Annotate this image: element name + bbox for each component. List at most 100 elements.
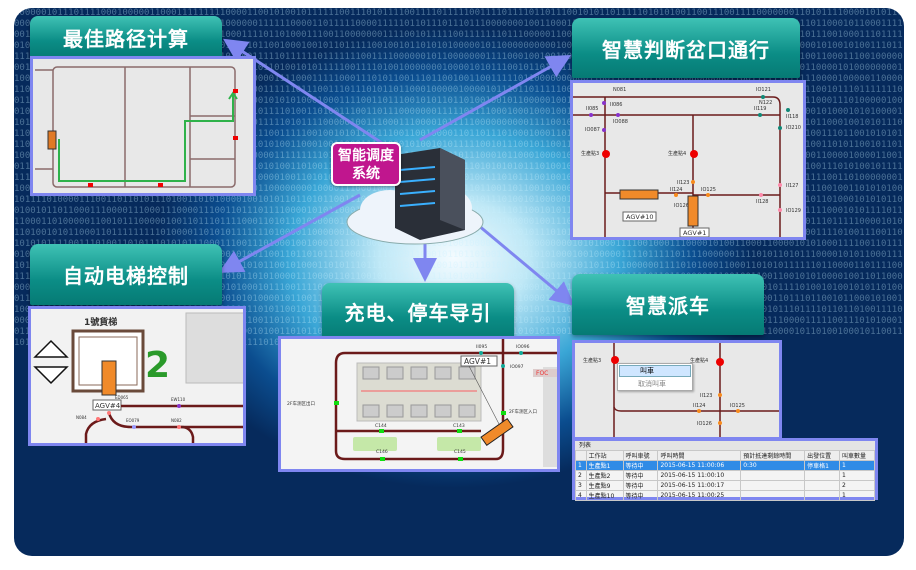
map-label: II124: [693, 403, 706, 409]
map-label: C143: [453, 423, 465, 429]
table-cell: 等待中: [623, 481, 658, 491]
agv-icon: [48, 131, 56, 149]
table-caption: 列表: [575, 441, 875, 450]
map-label: C146: [376, 449, 388, 455]
table-cell: 等待中: [623, 461, 658, 471]
map-label: IO126: [674, 203, 689, 209]
table-row[interactable]: 2生產點2等待中2015-06-15 11:00:101: [576, 471, 875, 481]
menu-item-call-car[interactable]: 叫車: [619, 365, 691, 377]
table-cell: [741, 471, 805, 481]
map-label: II123: [700, 393, 713, 399]
table-cell: [741, 481, 805, 491]
table-cell: 生產點1: [586, 461, 623, 471]
table-cell: [805, 491, 840, 501]
map-label: C144: [375, 423, 387, 429]
map-label: N084: [76, 415, 87, 420]
map-label: FOC: [536, 370, 548, 377]
agv-10-icon: [620, 190, 658, 199]
agv-4-icon: [102, 361, 116, 395]
map-label: IO087: [585, 127, 600, 133]
center-label-line1: 智能调度: [333, 147, 399, 165]
map-label: 2: [145, 345, 170, 386]
module-title-junction: 智慧判断岔口通行: [572, 18, 800, 78]
elevator-map: 1號貨梯 2 AGV#4 ED065EW110 EO079N082 N084: [28, 306, 246, 446]
table-cell: 等待中: [623, 471, 658, 481]
table-cell: 生產點9: [586, 481, 623, 491]
map-label: II086: [610, 102, 623, 108]
map-label: 生產點4: [668, 150, 686, 157]
table-cell: [805, 471, 840, 481]
map-label: IO129: [786, 208, 801, 214]
best-path-map: [30, 56, 256, 196]
table-cell: 3: [576, 481, 587, 491]
column-header[interactable]: 出發位置: [805, 451, 840, 461]
column-header[interactable]: 叫車數量: [840, 451, 875, 461]
module-title-elevator: 自动电梯控制: [30, 244, 222, 305]
menu-item-cancel-call[interactable]: 取消叫車: [618, 378, 692, 390]
table-cell: [805, 481, 840, 491]
table-cell: 2015-06-15 11:00:17: [658, 481, 741, 491]
map-label: IO097: [510, 364, 524, 370]
map-label: 1號貨梯: [84, 316, 117, 328]
table-cell: 2015-06-15 11:00:25: [658, 491, 741, 501]
call-list-table: 列表 工作站呼叫車號呼叫時間預計抵達剩餘時間出發位置叫車數量 1生產點1等待中2…: [572, 438, 878, 500]
map-label: AGV#4: [95, 402, 121, 410]
map-label: II123: [677, 180, 690, 186]
elevator-up-icon: [35, 341, 67, 357]
table-cell: 0:30: [741, 461, 805, 471]
table-cell: 生產點2: [586, 471, 623, 481]
table-cell: [741, 491, 805, 501]
table-row[interactable]: 4生產點10等待中2015-06-15 11:00:25 1: [576, 491, 875, 501]
table-cell: 生產點10: [586, 491, 623, 501]
map-label: AGV#1: [683, 229, 706, 237]
table-row[interactable]: 1生產點1等待中2015-06-15 11:00:060:30停車格11: [576, 461, 875, 471]
column-header[interactable]: 呼叫時間: [658, 451, 741, 461]
map-label: IO125: [730, 403, 745, 409]
map-label: II085: [586, 106, 599, 112]
map-label: II124: [670, 187, 683, 193]
table-cell: 1: [840, 461, 875, 471]
column-header[interactable]: 呼叫車號: [623, 451, 658, 461]
table-cell: 1: [576, 461, 587, 471]
map-label: IO121: [756, 87, 771, 93]
column-header[interactable]: 工作站: [586, 451, 623, 461]
elevator-down-icon: [35, 367, 67, 383]
map-label: 生產點3: [583, 357, 601, 364]
column-header[interactable]: [576, 451, 587, 461]
table-cell: 2015-06-15 11:00:06: [658, 461, 741, 471]
table-cell: 4: [576, 491, 587, 501]
map-label: 2F车测区入口: [509, 408, 537, 415]
map-label: N082: [171, 418, 182, 423]
map-label: II095: [476, 344, 487, 350]
map-label: N081: [613, 87, 626, 93]
building-block: [543, 367, 560, 467]
arrow-to-junction: [420, 58, 566, 140]
table-row[interactable]: 3生產點9等待中2015-06-15 11:00:17 2: [576, 481, 875, 491]
table-cell: 停車格1: [805, 461, 840, 471]
map-label: 生產點3: [581, 150, 599, 157]
table-cell: 1: [840, 491, 875, 501]
map-label: EO079: [126, 418, 140, 423]
charging-map: FOC II095IO096 IO0972F车测区出口 2F车测区入口C144 …: [278, 336, 560, 472]
context-menu: 叫車 取消叫車: [617, 363, 693, 391]
map-label: ED065: [115, 395, 129, 400]
column-header[interactable]: 預計抵達剩餘時間: [741, 451, 805, 461]
map-label: AGV#1: [464, 357, 491, 366]
module-title-best-path: 最佳路径计算: [30, 16, 222, 58]
map-label: C145: [454, 449, 466, 455]
map-label: II127: [786, 183, 799, 189]
map-label: IO126: [697, 421, 712, 427]
map-label: II119: [754, 106, 767, 112]
module-title-dispatch: 智慧派车: [572, 274, 764, 335]
table-cell: 2: [840, 481, 875, 491]
map-label: II128: [756, 199, 769, 205]
map-label: II118: [786, 114, 799, 120]
dispatch-map: 生產點3生產點4 II123II124 IO125IO126 叫車 取消叫車: [572, 340, 782, 440]
map-label: IO210: [786, 125, 801, 131]
map-label: IO096: [516, 344, 530, 350]
map-label: AGV#10: [626, 213, 654, 221]
map-label: 2F车测区出口: [287, 400, 315, 407]
dispatch-system-label: 智能调度 系统: [331, 142, 401, 186]
module-title-charging: 充电、停车导引: [322, 283, 514, 340]
table-cell: 等待中: [623, 491, 658, 501]
